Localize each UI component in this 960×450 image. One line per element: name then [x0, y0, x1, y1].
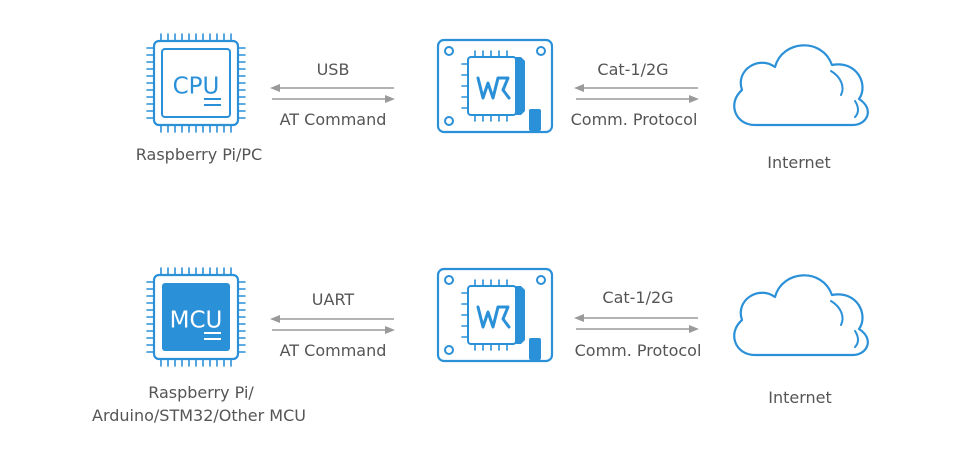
- cloud-icon: [733, 44, 869, 127]
- link-top-label: USB: [317, 60, 350, 79]
- arrow-left-icon: [574, 314, 698, 322]
- right-link: Cat-1/2G Comm. Protocol: [571, 60, 699, 129]
- link-bottom-label: AT Command: [280, 341, 387, 360]
- host-caption-line-1: Raspberry Pi/: [148, 383, 254, 402]
- link-top-label: UART: [312, 290, 355, 309]
- left-link: USB AT Command: [270, 60, 395, 129]
- chip-label: CPU: [173, 74, 220, 100]
- arrow-right-icon: [272, 326, 395, 334]
- arrow-left-icon: [574, 84, 698, 92]
- cloud-icon: [733, 274, 869, 357]
- right-link: Cat-1/2G Comm. Protocol: [574, 288, 701, 360]
- arrow-right-icon: [272, 95, 395, 103]
- host-caption-line-2: Arduino/STM32/Other MCU: [92, 406, 306, 425]
- chip-label: MCU: [170, 308, 223, 334]
- link-top-label: Cat-1/2G: [602, 288, 673, 307]
- mcu-chip-icon: MCU: [145, 266, 247, 368]
- link-bottom-label: AT Command: [280, 110, 387, 129]
- arrow-right-icon: [576, 325, 699, 333]
- arrow-right-icon: [576, 95, 699, 103]
- arrow-left-icon: [270, 84, 394, 92]
- arrow-left-icon: [270, 315, 394, 323]
- cloud-caption: Internet: [768, 388, 832, 407]
- link-bottom-label: Comm. Protocol: [575, 341, 702, 360]
- cloud-caption: Internet: [767, 153, 831, 172]
- row-1: CPU Raspberry Pi/PC USB AT Command Cat-1…: [136, 32, 869, 172]
- host-caption: Raspberry Pi/PC: [136, 145, 262, 164]
- left-link: UART AT Command: [270, 290, 395, 360]
- link-top-label: Cat-1/2G: [597, 60, 668, 79]
- waveshare-module-icon: [436, 267, 554, 363]
- link-bottom-label: Comm. Protocol: [571, 110, 698, 129]
- row-2: MCU Raspberry Pi/ Arduino/STM32/Other MC…: [92, 266, 869, 425]
- waveshare-module-icon: [436, 38, 554, 134]
- cpu-chip-icon: CPU: [145, 32, 247, 134]
